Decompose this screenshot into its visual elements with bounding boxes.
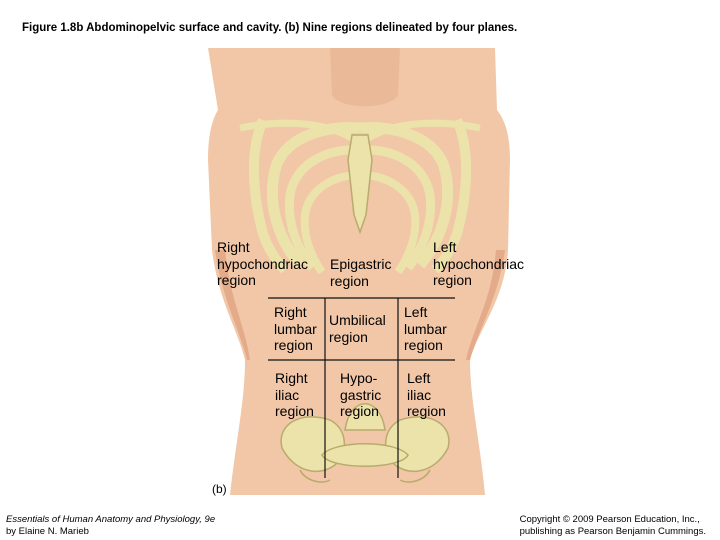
label-epigastric: Epigastric region (330, 256, 392, 289)
footer-copyright: Copyright © 2009 Pearson Education, Inc.… (520, 514, 706, 538)
rib-cage (239, 118, 481, 275)
waist-shadow-right (215, 250, 250, 360)
label-right-iliac: Right iliac region (275, 370, 314, 419)
book-title: Essentials of Human Anatomy and Physiolo… (6, 514, 216, 525)
footer-credit: Essentials of Human Anatomy and Physiolo… (6, 514, 215, 538)
waist-shadow-left (466, 250, 505, 360)
sternum (347, 134, 373, 235)
copyright-line-1: Copyright © 2009 Pearson Education, Inc.… (519, 514, 700, 525)
copyright-line-2: publishing as Pearson Benjamin Cummings. (519, 526, 706, 537)
label-left-iliac: Left iliac region (407, 370, 446, 419)
label-right-lumbar: Right lumbar region (274, 304, 317, 353)
label-right-hypochondriac: Right hypochondriac region (217, 239, 309, 288)
region-planes (268, 297, 455, 478)
label-hypogastric: Hypo- gastric region (340, 370, 382, 419)
pelvis (280, 403, 450, 483)
label-umbilical: Umbilical region (329, 312, 386, 345)
label-left-lumbar: Left lumbar region (404, 304, 447, 353)
panel-tag: (b) (212, 482, 227, 496)
neck-shadow (330, 48, 400, 107)
label-left-hypochondriac: Left hypochondriac region (433, 239, 525, 288)
author-line: by Elaine N. Marieb (6, 526, 89, 537)
figure-title: Figure 1.8b Abdominopelvic surface and c… (22, 22, 518, 34)
